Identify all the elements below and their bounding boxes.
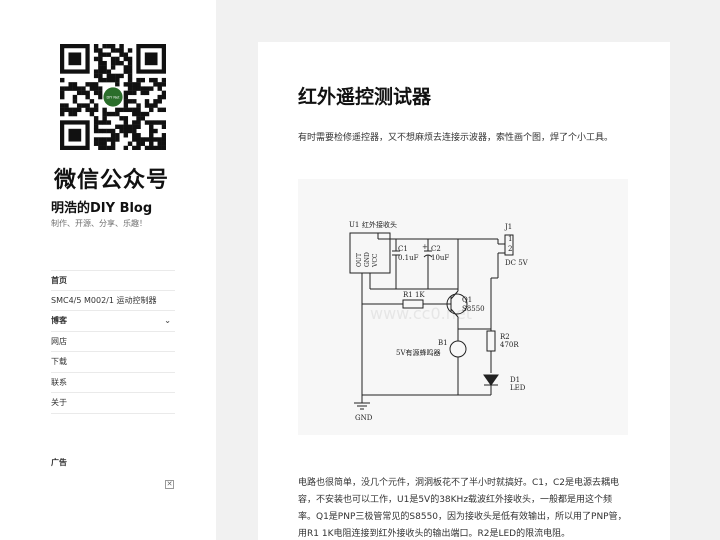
- nav-item-shop[interactable]: 网店: [51, 332, 175, 352]
- q1-label: Q1: [462, 296, 472, 304]
- nav-item-label: 关于: [51, 398, 67, 407]
- ad-widget-title: 广告: [51, 458, 67, 467]
- c2-polarity: +: [422, 243, 428, 251]
- u1-label: U1: [349, 221, 359, 229]
- site-tagline: 制作、开源、分享、乐趣！: [51, 219, 147, 228]
- u1-name: 红外接收头: [362, 220, 397, 229]
- nav-item-smc-controller[interactable]: SMC4/5 M002/1 运动控制器: [51, 291, 175, 311]
- c1-label: C1: [398, 245, 408, 253]
- nav-item-contact[interactable]: 联系: [51, 373, 175, 393]
- q1-value: S8550: [462, 305, 485, 313]
- b1-value: 5V有源蜂鸣器: [396, 348, 441, 357]
- qr-code-image: DIY Net: [60, 44, 166, 150]
- c1-value: 0.1uF: [398, 254, 419, 262]
- main-content: 红外遥控测试器 有时需要检修遥控器，又不想麻烦去连接示波器，索性画个图，焊了个小…: [216, 0, 720, 540]
- j1-label: J1: [504, 223, 512, 231]
- nav-item-label: 网店: [51, 336, 67, 346]
- nav-item-download[interactable]: 下载: [51, 352, 175, 373]
- post-title[interactable]: 红外遥控测试器: [298, 86, 432, 108]
- nav-item-home[interactable]: 首页: [51, 270, 175, 291]
- r1-label: R1 1K: [403, 291, 425, 299]
- u1-pin-out: OUT: [356, 253, 363, 267]
- chevron-down-icon[interactable]: ⌄: [164, 316, 171, 325]
- post-card: 红外遥控测试器 有时需要检修遥控器，又不想麻烦去连接示波器，索性画个图，焊了个小…: [258, 42, 670, 540]
- post-intro: 有时需要检修遥控器，又不想麻烦去连接示波器，索性画个图，焊了个小工具。: [298, 133, 614, 143]
- post-body: 电路也很简单，没几个元件，洞洞板花不了半小时就搞好。C1，C2是电源去耦电容，不…: [298, 478, 627, 539]
- sidebar: DIY Net 微信公众号 明浩的DIY Blog 制作、开源、分享、乐趣！ 首…: [0, 0, 216, 540]
- wechat-label: 微信公众号: [54, 168, 170, 193]
- nav-item-label: 下载: [51, 357, 67, 366]
- close-icon[interactable]: ✕: [165, 480, 174, 489]
- u1-pin-gnd: GND: [364, 252, 371, 267]
- j1-value: DC 5V: [505, 259, 529, 267]
- r2-value: 470R: [500, 341, 519, 349]
- main-nav: 首页 SMC4/5 M002/1 运动控制器 博客 ⌄ 网店 下载 联系 关于: [51, 270, 175, 414]
- nav-item-about[interactable]: 关于: [51, 393, 175, 414]
- r2-label: R2: [500, 333, 510, 341]
- c2-label: C2: [431, 245, 441, 253]
- site-title[interactable]: 明浩的DIY Blog: [51, 201, 153, 216]
- nav-item-label: 首页: [51, 276, 67, 285]
- c2-value: 10uF: [431, 254, 449, 262]
- b1-label: B1: [438, 339, 448, 347]
- circuit-schematic: www.cc0.net U1 红外接收头 OUT GND VCC: [349, 220, 529, 422]
- nav-item-blog[interactable]: 博客 ⌄: [51, 311, 175, 332]
- gnd-label: GND: [355, 414, 373, 422]
- nav-item-label: SMC4/5 M002/1 运动控制器: [51, 295, 157, 305]
- u1-pin-vcc: VCC: [372, 253, 379, 268]
- wires: [354, 233, 514, 410]
- d1-label: D1: [510, 376, 520, 384]
- schematic-figure: www.cc0.net U1 红外接收头 OUT GND VCC: [298, 179, 628, 435]
- j1-pin1: 1: [508, 235, 512, 243]
- nav-item-label: 联系: [51, 377, 67, 387]
- nav-item-label: 博客: [51, 316, 67, 325]
- d1-value: LED: [510, 384, 526, 392]
- watermark: www.cc0.net: [370, 304, 472, 323]
- j1-pin2: 2: [508, 245, 512, 253]
- qr-center-text: DIY Net: [106, 96, 120, 100]
